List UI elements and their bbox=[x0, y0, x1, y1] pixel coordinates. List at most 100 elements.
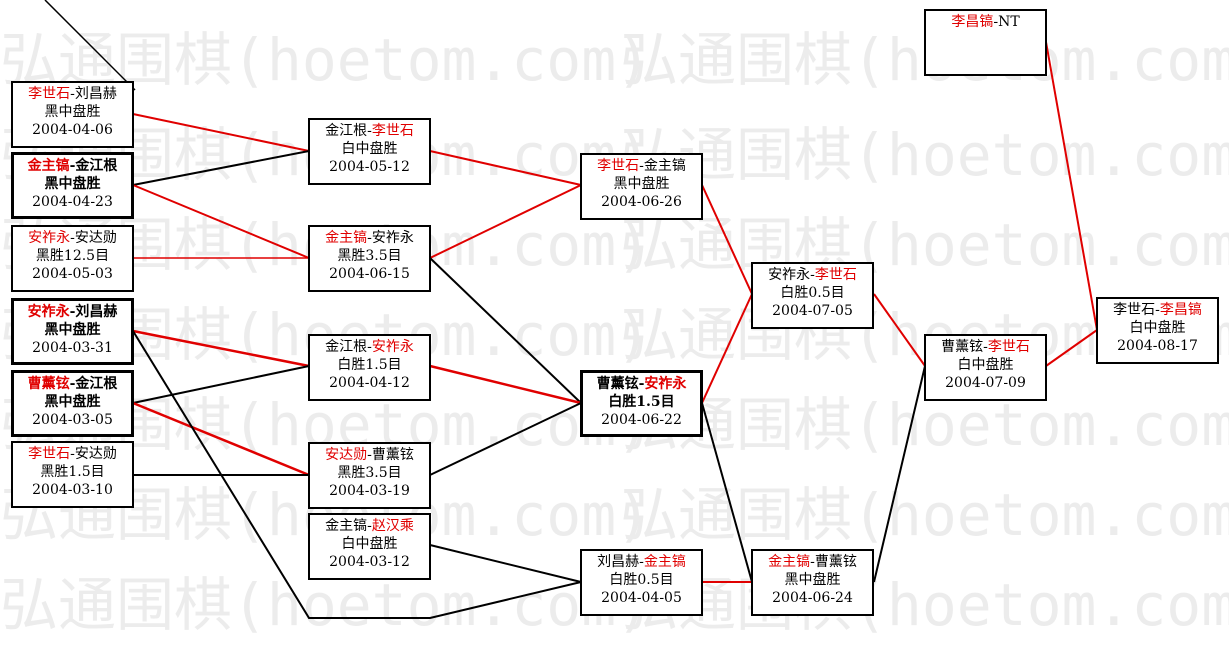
winner-name: 金主镐 bbox=[643, 554, 686, 570]
connector-line bbox=[132, 150, 310, 186]
winner-name: 安祚永 bbox=[28, 230, 71, 246]
separator: - bbox=[1155, 302, 1160, 318]
game-date: 2004-06-24 bbox=[772, 590, 853, 606]
game-date: 2004-07-05 bbox=[772, 303, 853, 319]
game-result: 黑胜3.5目 bbox=[337, 465, 402, 481]
game-box-g18[interactable]: 李昌镐-NT bbox=[924, 9, 1047, 76]
connector-line bbox=[429, 364, 582, 405]
game-date: 2004-05-03 bbox=[32, 266, 113, 282]
connector-line bbox=[132, 184, 310, 259]
game-result: 白胜0.5目 bbox=[609, 572, 674, 588]
game-box-g17[interactable]: 曹薰铉-李世石 白中盘胜 2004-07-09 bbox=[924, 334, 1047, 401]
game-result: 黑中盘胜 bbox=[44, 104, 101, 120]
game-players: 李世石-李昌镐 bbox=[1098, 301, 1217, 319]
game-result: 黑胜3.5目 bbox=[337, 248, 402, 264]
loser-name: NT bbox=[998, 14, 1020, 30]
game-result: 黑中盘胜 bbox=[784, 572, 841, 588]
connector-line bbox=[429, 150, 582, 186]
game-players: 安祚永-李世石 bbox=[753, 266, 872, 284]
game-result: 白中盘胜 bbox=[341, 536, 398, 552]
game-date: 2004-05-12 bbox=[329, 159, 410, 175]
game-box-g11[interactable]: 金主镐-赵汉乘 白中盘胜 2004-03-12 bbox=[308, 513, 431, 580]
separator: - bbox=[367, 123, 372, 139]
winner-name: 李世石 bbox=[28, 86, 71, 102]
game-players: 金主镐-金江根 bbox=[14, 157, 131, 175]
game-box-g9[interactable]: 金江根-安祚永 白胜1.5目 2004-04-12 bbox=[308, 334, 431, 401]
game-box-g5[interactable]: 曹薰铉-金江根 黑中盘胜 2004-03-05 bbox=[11, 370, 134, 437]
loser-name: 金江根 bbox=[325, 123, 368, 139]
loser-name: 金江根 bbox=[325, 339, 368, 355]
game-players: 李世石-刘昌赫 bbox=[13, 85, 132, 103]
separator: - bbox=[367, 230, 372, 246]
game-players: 曹薰铉-安祚永 bbox=[583, 375, 700, 393]
winner-name: 安祚永 bbox=[27, 304, 70, 320]
winner-name: 金主镐 bbox=[27, 158, 70, 174]
game-box-g14[interactable]: 刘昌赫-金主镐 白胜0.5目 2004-04-05 bbox=[580, 549, 703, 616]
connector-line bbox=[44, 0, 136, 91]
game-box-g15[interactable]: 安祚永-李世石 白胜0.5目 2004-07-05 bbox=[751, 262, 874, 329]
game-result: 黑中盘胜 bbox=[44, 322, 101, 338]
loser-name: 曹薰铉 bbox=[596, 376, 639, 392]
connector-line bbox=[429, 402, 582, 476]
game-players: 金主镐-赵汉乘 bbox=[310, 517, 429, 535]
connector-line bbox=[701, 184, 753, 295]
game-players: 李昌镐-NT bbox=[926, 13, 1045, 31]
game-date: 2004-04-23 bbox=[32, 194, 113, 210]
separator: - bbox=[810, 554, 815, 570]
winner-name: 金主镐 bbox=[325, 230, 368, 246]
game-result: 白中盘胜 bbox=[341, 141, 398, 157]
separator: - bbox=[639, 158, 644, 174]
connector-line bbox=[429, 184, 582, 259]
game-box-g8[interactable]: 金主镐-安祚永 黑胜3.5目 2004-06-15 bbox=[308, 225, 431, 292]
game-date: 2004-03-19 bbox=[329, 483, 410, 499]
game-date: 2004-04-12 bbox=[329, 375, 410, 391]
winner-name: 李世石 bbox=[28, 446, 71, 462]
game-box-g2[interactable]: 金主镐-金江根 黑中盘胜 2004-04-23 bbox=[11, 152, 134, 219]
separator: - bbox=[70, 86, 75, 102]
game-box-g12[interactable]: 李世石-金主镐 黑中盘胜 2004-06-26 bbox=[580, 153, 703, 220]
game-result: 黑胜1.5目 bbox=[40, 464, 105, 480]
winner-name: 李昌镐 bbox=[1159, 302, 1202, 318]
game-box-g1[interactable]: 李世石-刘昌赫 黑中盘胜 2004-04-06 bbox=[11, 81, 134, 148]
connector-line bbox=[132, 330, 582, 619]
game-box-g3[interactable]: 安祚永-安达勋 黑胜12.5目 2004-05-03 bbox=[11, 225, 134, 292]
game-players: 安祚永-安达勋 bbox=[13, 229, 132, 247]
game-players: 安达勋-曹薰铉 bbox=[310, 446, 429, 464]
winner-name: 李世石 bbox=[371, 123, 414, 139]
connector-line bbox=[1045, 329, 1098, 367]
separator: - bbox=[638, 376, 645, 392]
loser-name: 曹薰铉 bbox=[814, 554, 857, 570]
game-box-g4[interactable]: 安祚永-刘昌赫 黑中盘胜 2004-03-31 bbox=[11, 298, 134, 365]
game-box-g6[interactable]: 李世石-安达勋 黑胜1.5目 2004-03-10 bbox=[11, 441, 134, 508]
separator: - bbox=[993, 14, 999, 30]
game-box-g10[interactable]: 安达勋-曹薰铉 黑胜3.5目 2004-03-19 bbox=[308, 442, 431, 509]
separator: - bbox=[69, 376, 76, 392]
separator: - bbox=[70, 446, 75, 462]
connector-line bbox=[429, 257, 582, 404]
loser-name: 李世石 bbox=[1113, 302, 1156, 318]
loser-name: 安达勋 bbox=[74, 446, 117, 462]
loser-name: 安祚永 bbox=[371, 230, 414, 246]
game-date: 2004-06-26 bbox=[601, 194, 682, 210]
separator: - bbox=[367, 339, 372, 355]
separator: - bbox=[367, 518, 372, 534]
game-result: 黑中盘胜 bbox=[44, 394, 101, 410]
game-box-g16[interactable]: 金主镐-曹薰铉 黑中盘胜 2004-06-24 bbox=[751, 549, 874, 616]
game-date: 2004-03-12 bbox=[329, 554, 410, 570]
connector-line bbox=[132, 401, 310, 477]
winner-name: 赵汉乘 bbox=[371, 518, 414, 534]
game-players: 刘昌赫-金主镐 bbox=[582, 553, 701, 571]
game-box-g19[interactable]: 李世石-李昌镐 白中盘胜 2004-08-17 bbox=[1096, 297, 1219, 364]
loser-name: 金主镐 bbox=[325, 518, 368, 534]
winner-name: 李昌镐 bbox=[951, 14, 994, 30]
game-players: 金主镐-安祚永 bbox=[310, 229, 429, 247]
connector-line bbox=[701, 293, 753, 404]
game-box-g13[interactable]: 曹薰铉-安祚永 白胜1.5目 2004-06-22 bbox=[580, 370, 703, 437]
separator: - bbox=[810, 267, 815, 283]
game-players: 金主镐-曹薰铉 bbox=[753, 553, 872, 571]
game-box-g7[interactable]: 金江根-李世石 白中盘胜 2004-05-12 bbox=[308, 118, 431, 185]
game-date: 2004-04-05 bbox=[601, 590, 682, 606]
loser-name: 刘昌赫 bbox=[597, 554, 640, 570]
winner-name: 曹薰铉 bbox=[27, 376, 70, 392]
game-players: 金江根-安祚永 bbox=[310, 338, 429, 356]
